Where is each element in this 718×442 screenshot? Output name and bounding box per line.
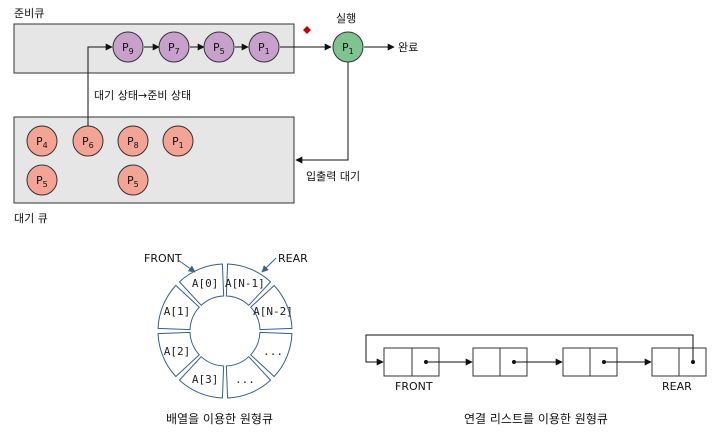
seg-a-3	[178, 355, 225, 399]
ring-cell-label: A[2]	[164, 345, 191, 358]
svg-text:P5: P5	[36, 174, 48, 189]
seg-dots-right	[249, 331, 293, 378]
front-label-array: FRONT	[144, 252, 182, 265]
svg-text:P5: P5	[213, 41, 225, 56]
done-label: 완료	[398, 41, 418, 54]
svg-text:P7: P7	[168, 41, 180, 56]
svg-text:P8: P8	[127, 135, 139, 150]
svg-text:P9: P9	[122, 41, 134, 56]
arrow-io-wait	[295, 62, 349, 164]
seg-a-n-2	[249, 284, 293, 331]
dispatch-label: 대기 상태→준비 상태	[94, 89, 191, 102]
front-pointer-arrow	[177, 259, 196, 273]
svg-text:P1: P1	[342, 41, 354, 56]
ring-cell-label: A[N-2]	[253, 305, 293, 318]
ready-queue-label: 준비큐	[14, 7, 44, 20]
svg-text:P6: P6	[82, 135, 94, 150]
linked-queue-caption: 연결 리스트를 이용한 원형큐	[464, 412, 608, 426]
waiting-queue-box	[13, 116, 295, 204]
rear-label-array: REAR	[278, 252, 308, 265]
ring-cell-label: ...	[235, 373, 255, 386]
seg-a-0	[178, 263, 225, 307]
link-arrow-wraparound	[365, 334, 694, 366]
waiting-process-p5-a: P5	[26, 164, 58, 196]
waiting-process-p4: P4	[26, 125, 58, 157]
rear-label-list: REAR	[662, 380, 692, 393]
running-label: 실행	[336, 12, 356, 25]
circular-queue-ring: A[N-1] A[N-2]...... A[3] A[2] A[1] A[0]	[157, 263, 293, 399]
running-process: P1	[332, 31, 364, 63]
waiting-process-p5-b: P5	[117, 164, 149, 196]
io-wait-label: 입출력 대기	[306, 170, 360, 183]
ring-cell-label: A[N-1]	[225, 277, 265, 290]
arrow-wait-to-ready	[87, 43, 113, 128]
svg-text:P4: P4	[36, 135, 48, 150]
marker-diamond	[303, 26, 311, 34]
svg-text:P1: P1	[172, 135, 184, 150]
rear-pointer-arrow	[261, 257, 277, 273]
array-queue-caption: 배열을 이용한 원형큐	[166, 412, 273, 426]
linked-node-4	[651, 347, 707, 377]
waiting-process-p6: P6	[72, 125, 104, 157]
ring-cell-label: A[0]	[192, 277, 219, 290]
waiting-process-p1: P1	[162, 125, 194, 157]
ring-cell-label: A[3]	[192, 373, 219, 386]
ready-process-p1: P1	[248, 31, 280, 63]
seg-a-1	[157, 284, 201, 331]
svg-text:P1: P1	[258, 41, 270, 56]
front-label-list: FRONT	[395, 380, 433, 393]
seg-a-n-1	[225, 263, 272, 307]
ready-process-p7: P7	[158, 31, 190, 63]
seg-dots-bottom	[225, 355, 272, 399]
ready-process-p9: P9	[112, 31, 144, 63]
ready-process-p5: P5	[203, 31, 235, 63]
waiting-process-p8: P8	[117, 125, 149, 157]
waiting-queue-label: 대기 큐	[14, 212, 48, 225]
svg-text:P5: P5	[127, 174, 139, 189]
ring-cell-label: ...	[263, 345, 283, 358]
ring-cell-label: A[1]	[164, 305, 191, 318]
seg-a-2	[157, 331, 201, 378]
